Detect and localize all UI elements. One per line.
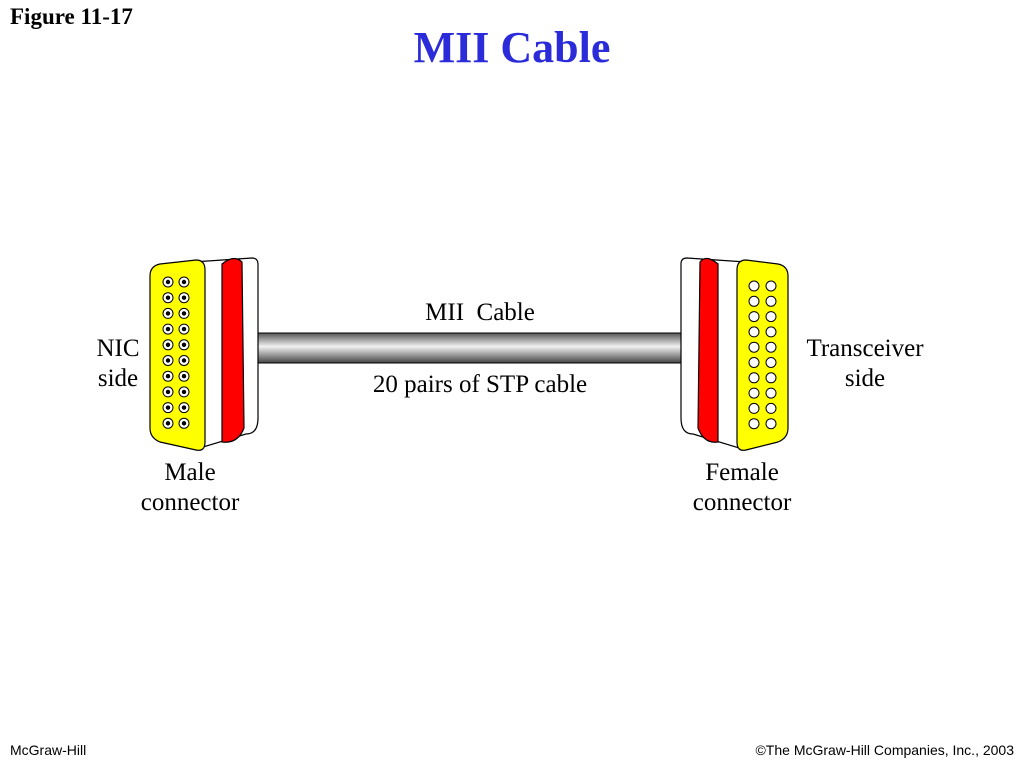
female-connector-line2: connector — [692, 489, 792, 516]
female-connector-face — [736, 259, 789, 451]
female-socket — [765, 402, 777, 414]
female-socket — [748, 326, 760, 338]
female-sockets — [748, 280, 777, 430]
male-connector-label: Male connector — [120, 458, 260, 518]
figure-label: Figure 11-17 — [10, 4, 133, 29]
female-socket — [765, 357, 777, 368]
female-socket — [748, 341, 760, 353]
transceiver-side-line2: side — [844, 365, 886, 392]
female-socket — [748, 295, 760, 307]
cable-label: MII Cable — [425, 299, 535, 326]
male-pin-dot — [165, 358, 171, 363]
female-socket — [765, 372, 777, 384]
male-pin-dot — [165, 279, 171, 285]
male-pin-dot — [165, 311, 171, 316]
male-pin-dot — [165, 374, 171, 379]
male-pin-dot — [181, 326, 187, 332]
female-socket — [748, 418, 760, 430]
male-pin-dot — [165, 326, 171, 332]
male-connector — [149, 257, 259, 451]
male-pin-dot — [181, 295, 187, 300]
nic-side-label: NIC side — [78, 334, 158, 394]
nic-side-line2: side — [97, 365, 139, 392]
female-socket — [748, 402, 760, 414]
male-pin-dot — [181, 421, 187, 426]
male-pin-dot — [181, 342, 187, 347]
female-socket — [765, 387, 777, 399]
male-pin-dot — [181, 279, 187, 285]
female-connector-band — [697, 257, 719, 443]
female-socket — [748, 357, 760, 368]
male-pin-dot — [181, 358, 187, 363]
male-pin-dot — [181, 311, 187, 316]
male-pin-dot — [181, 389, 187, 395]
male-connector-line1: Male — [164, 459, 216, 486]
female-socket — [765, 311, 777, 323]
transceiver-side-line1: Transceiver — [806, 335, 924, 362]
publisher-footer: McGraw-Hill — [10, 742, 87, 758]
female-socket — [748, 311, 760, 323]
male-connector-face — [149, 259, 206, 451]
female-socket — [765, 280, 777, 292]
slide-title: MII Cable — [413, 23, 611, 72]
female-socket — [765, 418, 777, 430]
male-pin-dot — [165, 421, 171, 426]
female-socket — [748, 280, 760, 292]
female-socket — [748, 387, 760, 399]
copyright-footer: ©The McGraw-Hill Companies, Inc., 2003 — [755, 742, 1014, 758]
female-socket — [765, 341, 777, 353]
female-socket — [748, 372, 760, 384]
male-pin-dot — [165, 295, 171, 300]
female-connector-line1: Female — [705, 459, 779, 486]
male-pin-dot — [165, 389, 171, 395]
female-socket — [765, 326, 777, 338]
nic-side-line1: NIC — [96, 335, 140, 362]
female-connector — [680, 257, 789, 451]
male-pins — [162, 276, 190, 429]
male-pin-dot — [181, 405, 187, 410]
male-pin-dot — [165, 342, 171, 347]
cable — [256, 332, 686, 364]
male-pin-dot — [165, 405, 171, 410]
male-pin-dot — [181, 374, 187, 379]
cable-sublabel: 20 pairs of STP cable — [372, 371, 588, 398]
female-socket — [765, 295, 777, 307]
transceiver-side-label: Transceiver side — [790, 334, 940, 394]
female-connector-label: Female connector — [672, 458, 812, 518]
male-connector-band — [221, 257, 245, 443]
male-connector-line2: connector — [140, 489, 240, 516]
